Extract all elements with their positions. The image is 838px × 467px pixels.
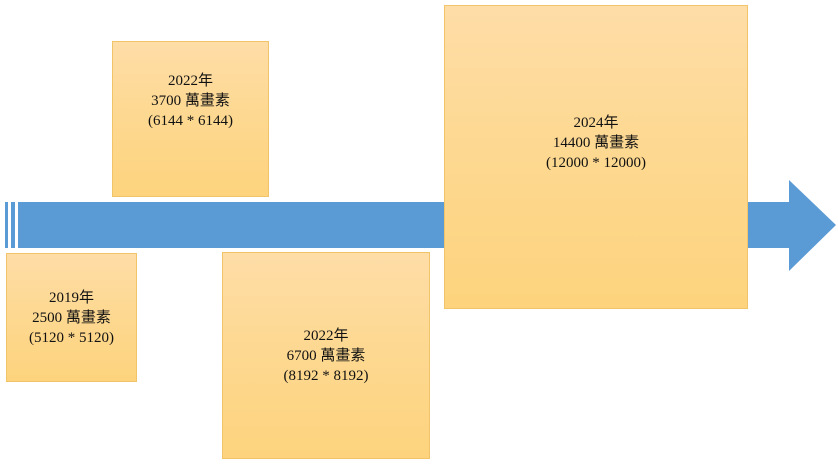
arrow-tail-stripe-2	[11, 202, 15, 248]
milestone-resolution: (6144 * 6144)	[148, 113, 233, 129]
milestone-box-2019: 2019年 2500 萬畫素 (5120 * 5120)	[6, 253, 137, 382]
milestone-box-2022-3700: 2022年 3700 萬畫素 (6144 * 6144)	[112, 41, 269, 197]
milestone-pixels: 3700 萬畫素	[151, 93, 230, 109]
milestone-pixels: 2500 萬畫素	[32, 309, 111, 326]
milestone-resolution: (8192 * 8192)	[283, 367, 369, 384]
milestone-year: 2019年	[48, 289, 94, 306]
milestone-box-2024: 2024年 14400 萬畫素 (12000 * 12000)	[444, 5, 748, 309]
milestone-box-2022-6700: 2022年 6700 萬畫素 (8192 * 8192)	[222, 252, 430, 459]
arrow-tail-stripe-1	[5, 202, 8, 248]
milestone-resolution: (5120 * 5120)	[29, 329, 114, 346]
milestone-year: 2022年	[167, 73, 213, 89]
milestone-year: 2022年	[303, 327, 349, 344]
milestone-year: 2024年	[573, 115, 619, 131]
milestone-resolution: (12000 * 12000)	[546, 155, 646, 171]
milestone-pixels: 6700 萬畫素	[286, 347, 366, 364]
milestone-pixels: 14400 萬畫素	[552, 135, 640, 151]
